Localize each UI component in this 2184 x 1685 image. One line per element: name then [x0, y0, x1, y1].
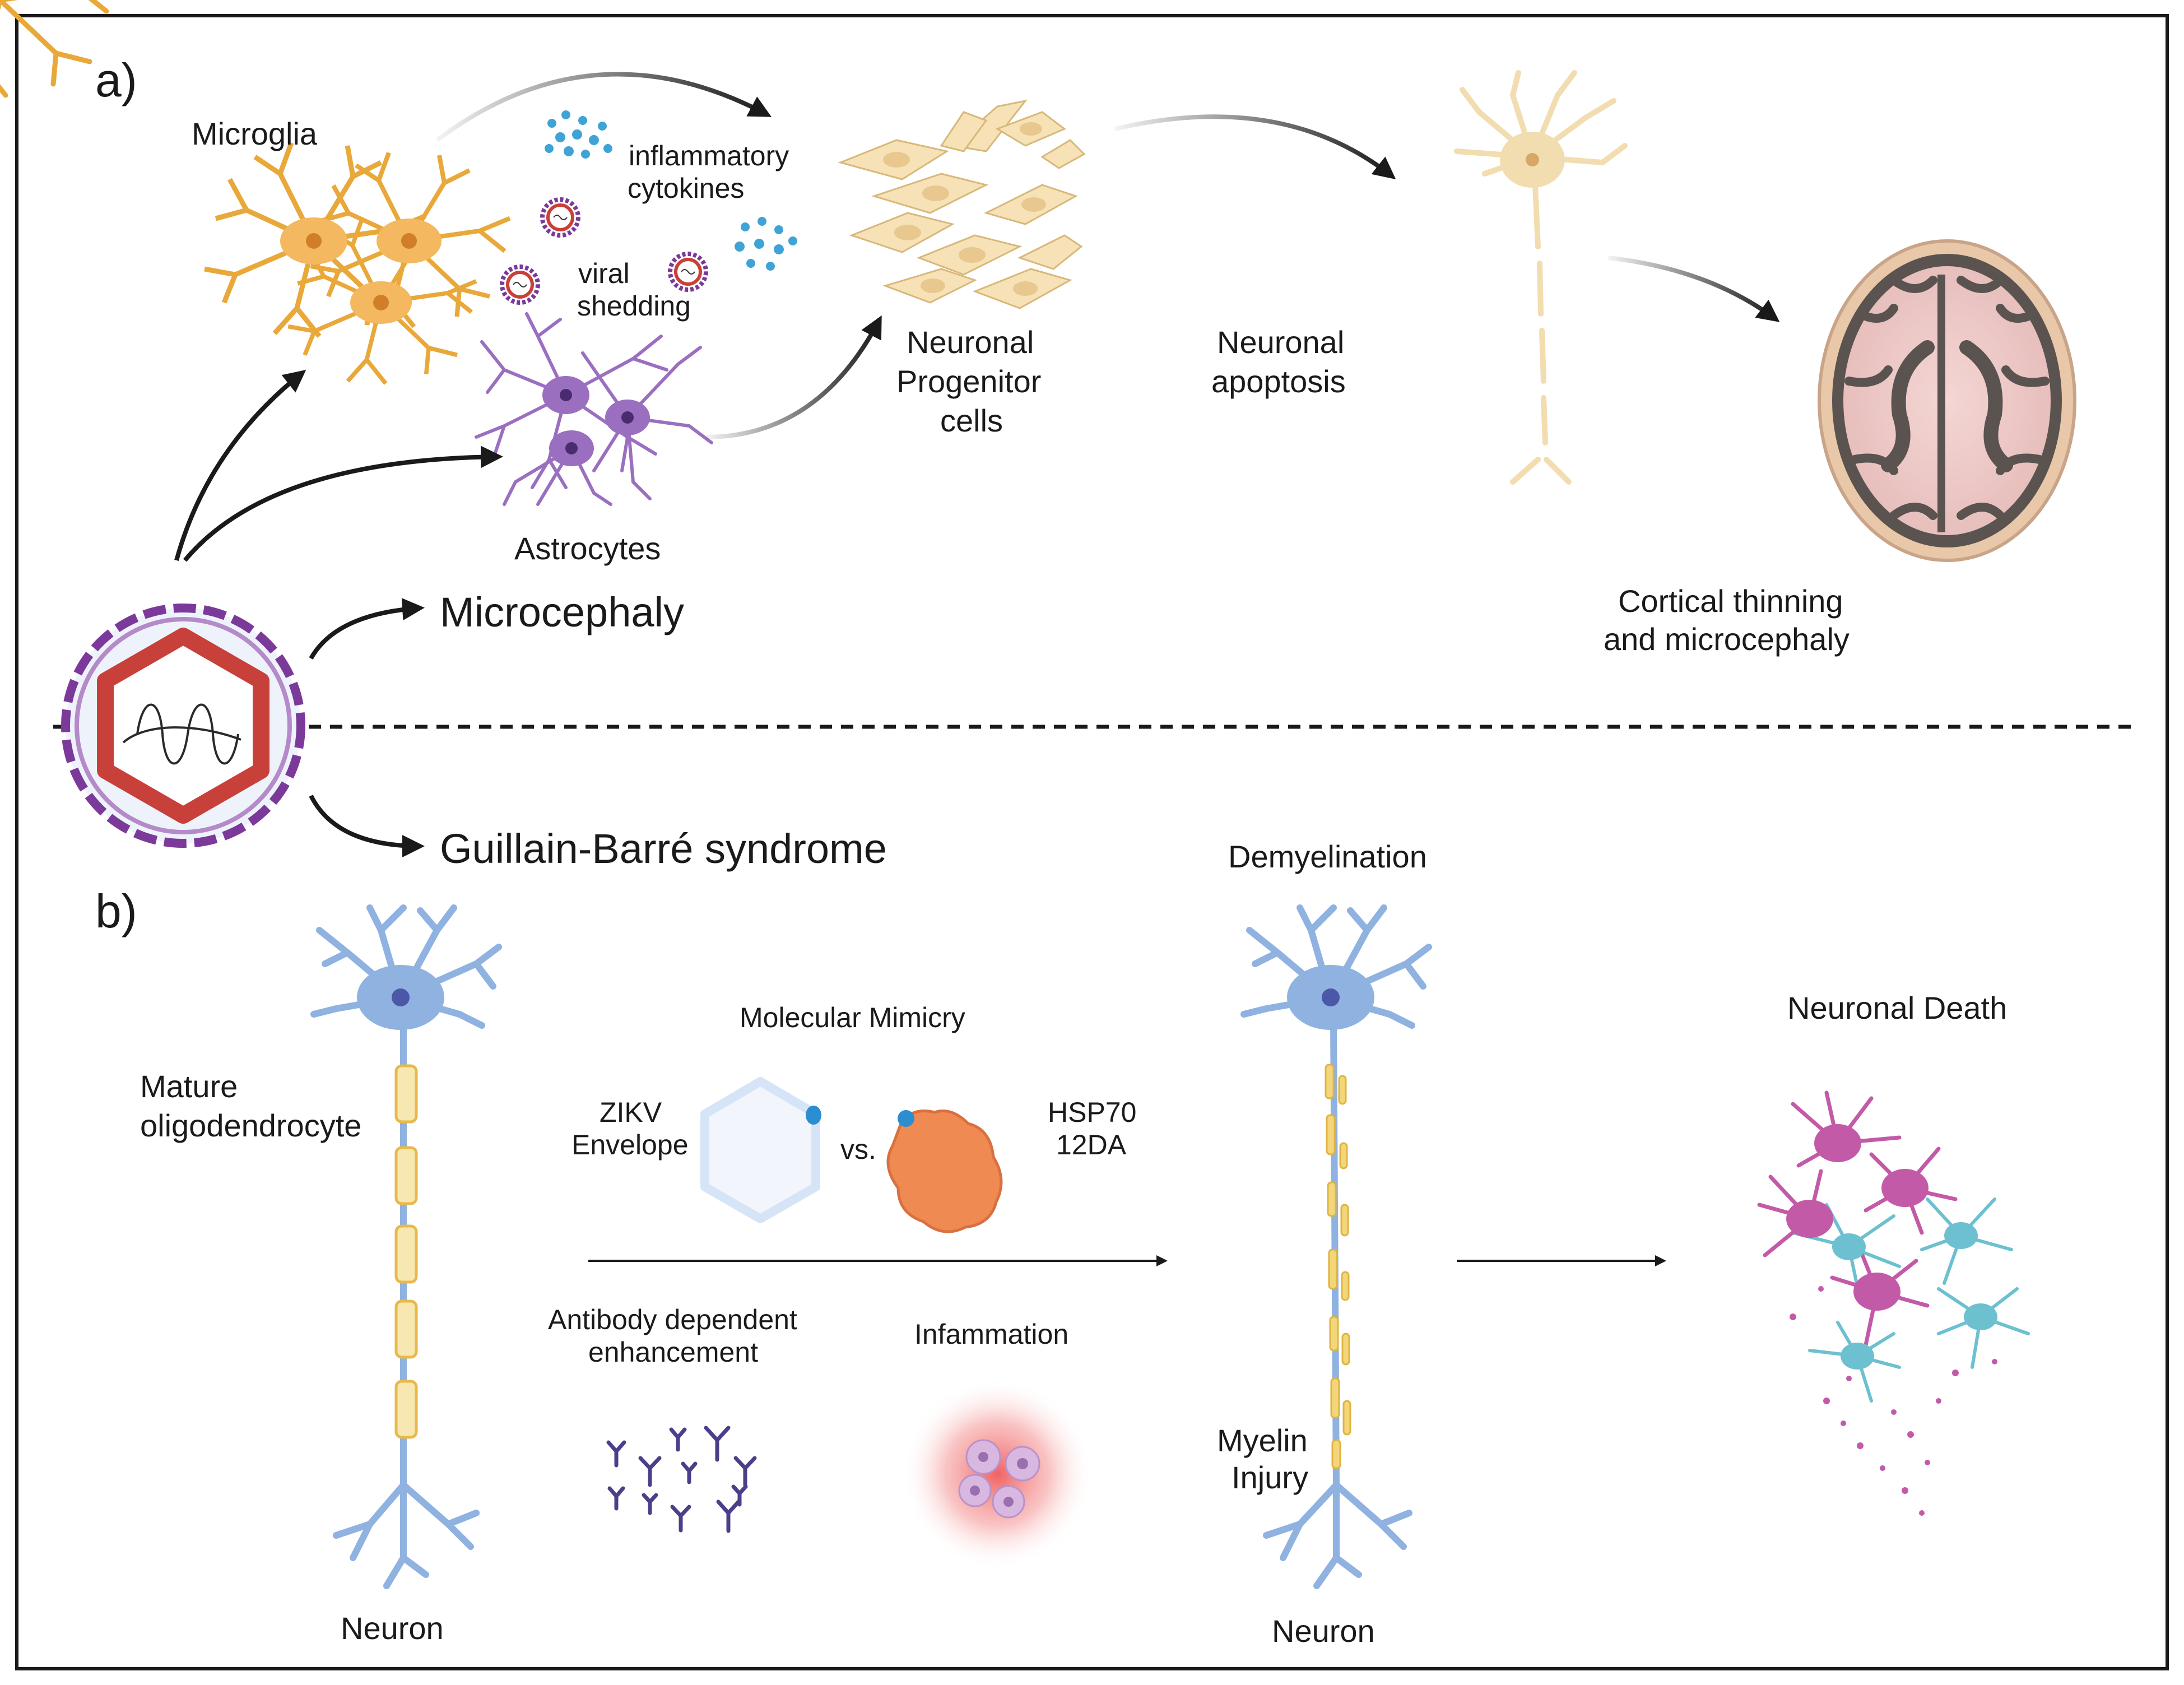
progenitor-nuclei [883, 122, 1046, 296]
mature-oligodendrocyte-line2: oligodendrocyte [140, 1108, 361, 1143]
dying-neurons-magenta [1757, 1090, 1958, 1347]
dying-neurons-cyan [1791, 1197, 2030, 1403]
arrow-npc-to-apoptosis [1114, 114, 1396, 179]
npc-label-line1: Neuronal [907, 324, 1034, 360]
demyelination-label: Demyelination [1228, 839, 1427, 874]
cytokines-label-line1: inflammatory [629, 140, 789, 171]
astrocyte-bodies [542, 376, 650, 466]
zika-virion-icon [61, 604, 305, 848]
damaged-myelin-fragments [1325, 1064, 1351, 1469]
microglia-cells [205, 143, 510, 384]
viral-shedding-label-line1: viral [578, 258, 630, 289]
myelin-sheaths-left [394, 1064, 418, 1439]
inflammation-glow [902, 1378, 1093, 1569]
apoptotic-neuron-nucleus [1526, 153, 1539, 166]
hsp70-label-line1: HSP70 [1048, 1097, 1136, 1128]
astrocytes-label: Astrocytes [514, 531, 661, 566]
arrow-microglia-to-npc [435, 72, 772, 142]
arrow-apoptosis-to-brain [1607, 256, 1780, 322]
arrow-virus-to-gbs [309, 795, 425, 857]
neuron-left-nucleus [392, 988, 410, 1006]
dying-neuron-fragments [1790, 1286, 1997, 1516]
viral-shedding-label-line2: shedding [577, 290, 691, 322]
ade-label-line1: Antibody dependent [548, 1304, 797, 1335]
microglia-label: Microglia [192, 116, 318, 151]
dying-neuron-bodies [1786, 1124, 1997, 1370]
npc-label-line2: Progenitor [896, 364, 1041, 399]
antibody-icons [606, 1426, 757, 1533]
figure-border [15, 14, 2169, 1670]
neuron-right-nucleus [1322, 988, 1340, 1006]
ade-label-line2: enhancement [588, 1336, 758, 1368]
zikv-envelope-hexagon [700, 1077, 820, 1223]
hsp70-label-line2: 12DA [1056, 1129, 1127, 1161]
cytokines-label-line2: cytokines [628, 173, 744, 204]
cortical-label-line2: and microcephaly [1604, 621, 1850, 657]
molecular-mimicry-title: Molecular Mimicry [740, 1002, 965, 1033]
apoptosis-label-line2: apoptosis [1211, 364, 1346, 399]
apoptosis-label-line1: Neuronal [1217, 324, 1344, 360]
apoptotic-neuron [1454, 70, 1628, 485]
myelin-injury-line1: Myelin [1217, 1423, 1308, 1458]
hsp70-epitope-dot [898, 1110, 914, 1127]
neuron-left-label: Neuron [341, 1610, 444, 1646]
microglia-illustration [0, 0, 109, 98]
hsp70-protein-blob [886, 1110, 1003, 1233]
neuron-right-label: Neuron [1272, 1613, 1375, 1649]
myelin-injury-line2: Injury [1232, 1460, 1308, 1495]
progenitor-cells [838, 99, 1086, 309]
cortical-label-line1: Cortical thinning [1618, 583, 1843, 619]
zikv-label-line2: Envelope [571, 1129, 689, 1161]
small-virion-icons [500, 197, 708, 305]
npc-label-line3: cells [940, 403, 1003, 438]
zikv-epitope-dot [806, 1106, 821, 1125]
cytokine-dots-2 [735, 217, 797, 271]
microcephaly-label: Microcephaly [440, 589, 684, 635]
arrow-astrocytes-to-npc [705, 315, 882, 439]
mature-oligodendrocyte-line1: Mature [140, 1069, 238, 1104]
cytokine-dots-1 [545, 110, 612, 159]
brain-section-illustration [1818, 239, 2076, 562]
astrocyte-cells [475, 312, 713, 506]
gbs-label: Guillain-Barré syndrome [440, 825, 887, 872]
neuronal-death-label: Neuronal Death [1787, 990, 2007, 1025]
arrow-virus-to-microcephaly [309, 598, 425, 660]
panel-a-arrows [174, 72, 1780, 857]
zikv-label-line1: ZIKV [600, 1097, 662, 1128]
inflammation-label: Infammation [914, 1319, 1068, 1350]
arrow-virus-to-astrocytes [183, 445, 503, 562]
panel-a-letter: a) [95, 54, 137, 106]
immune-cell-nuclei [970, 1452, 1028, 1507]
arrow-virus-to-microglia [174, 370, 306, 561]
panel-b-letter: b) [95, 885, 137, 937]
vs-label: vs. [840, 1134, 876, 1165]
